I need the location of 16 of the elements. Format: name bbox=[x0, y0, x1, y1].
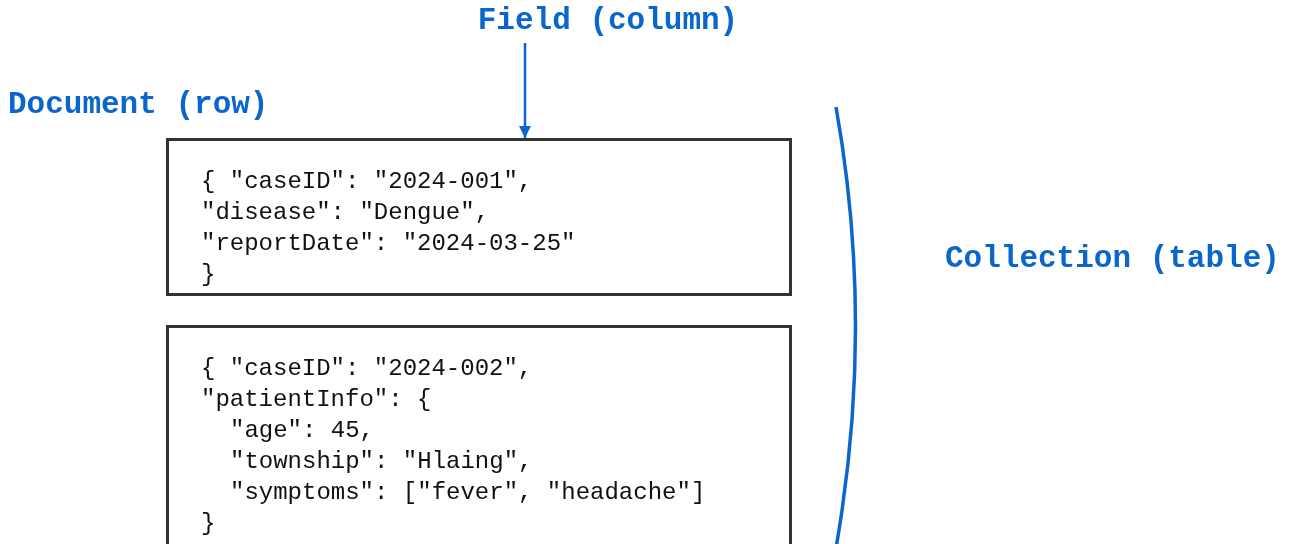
code-line: } bbox=[201, 509, 216, 539]
code-line: { "caseID": "2024-001", bbox=[201, 167, 533, 197]
annotation-label: Collection (table) bbox=[945, 240, 1280, 278]
code-line: "township": "Hlaing", bbox=[230, 447, 533, 477]
document-box bbox=[166, 138, 792, 296]
arrow bbox=[518, 43, 532, 138]
field-label: Field (column) bbox=[470, 2, 746, 40]
code-line: "reportDate": "2024-03-25" bbox=[201, 229, 576, 259]
code-line: { "caseID": "2024-002", bbox=[201, 354, 533, 384]
document-box bbox=[166, 325, 792, 544]
code-line: "disease": "Dengue", bbox=[201, 198, 490, 228]
code-line: "symptoms": ["fever", "headache"] bbox=[230, 478, 706, 508]
annotation-label: Document (row) bbox=[8, 86, 269, 124]
code-line: "patientInfo": { bbox=[201, 385, 432, 415]
code-line: "age": 45, bbox=[230, 416, 375, 446]
code-line: } bbox=[201, 260, 216, 290]
